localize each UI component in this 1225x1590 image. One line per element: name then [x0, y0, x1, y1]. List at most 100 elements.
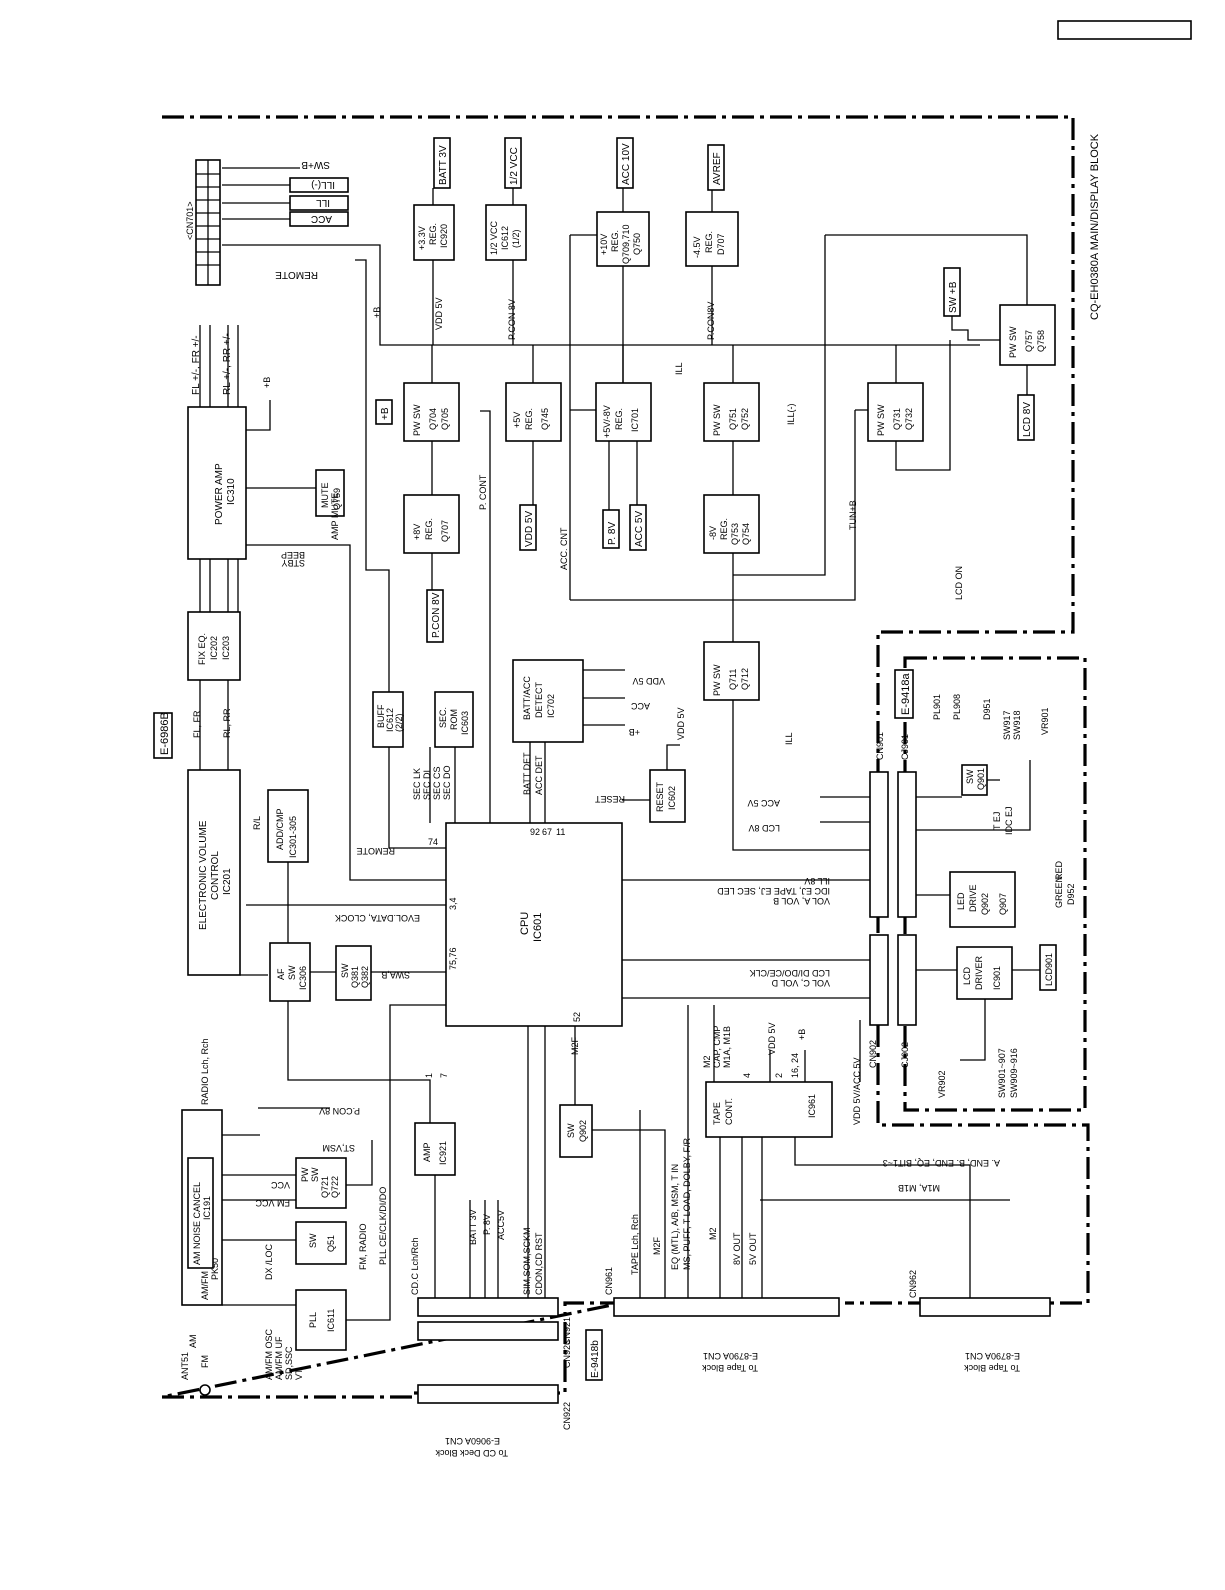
pcon-8v-tag: P.CON 8V: [426, 589, 444, 643]
svg-text:FIX EQ.: FIX EQ.: [197, 633, 207, 665]
plus-b-label-3: +B: [372, 307, 382, 318]
beep-label: BEEP: [281, 550, 305, 560]
svg-text:SW: SW: [287, 965, 297, 980]
fl-fr-label-2: FL, FR: [192, 710, 202, 738]
idc-ej-label: IDC EJ, TAPE EJ, SEC LED: [717, 886, 830, 896]
svg-text:+5V/-8V: +5V/-8V: [602, 405, 612, 438]
ill-box: ILL: [289, 195, 349, 211]
red-label: RED: [1054, 860, 1064, 880]
svg-text:D707: D707: [716, 233, 726, 255]
svg-text:LCD 8V: LCD 8V: [1022, 402, 1033, 437]
board-tag-main: E-6986B: [153, 712, 173, 759]
svg-text:AM NOISE CANCEL: AM NOISE CANCEL: [192, 1182, 202, 1265]
svg-text:CPU: CPU: [519, 912, 531, 935]
svg-text:REG.: REG.: [610, 230, 620, 252]
svg-text:Q722: Q722: [330, 1176, 340, 1198]
svg-text:Q757: Q757: [1024, 330, 1034, 352]
svg-text:IC701: IC701: [630, 408, 640, 432]
cn901-connector: CN901: [869, 732, 889, 918]
half-vcc-block: 1/2 VCC IC612 (1/2): [485, 204, 527, 261]
batt-det-label: BATT DET: [522, 752, 532, 795]
reg-4-5v-block: -4.5V REG. D707: [685, 211, 739, 267]
lcd-on-label: LCD ON: [954, 566, 964, 600]
svg-text:Q752: Q752: [740, 408, 750, 430]
svg-text:CJ901: CJ901: [900, 734, 910, 760]
st-vsm-label: ST,VSM: [322, 1143, 355, 1153]
lcd-driver-block: LCD DRIVER IC901: [956, 946, 1013, 1000]
vr902-label: VR902: [937, 1070, 947, 1098]
svg-text:CN921: CN921: [562, 1317, 572, 1345]
svg-text:BUFF: BUFF: [376, 704, 386, 728]
svg-text:ELECTRONIC VOLUME: ELECTRONIC VOLUME: [198, 820, 209, 930]
pw-sw-q704-block: PW SW Q704 Q705: [403, 382, 460, 442]
cn961-connector: CN961: [604, 1267, 840, 1317]
svg-text:IC602: IC602: [667, 786, 677, 810]
svg-text:CN922: CN922: [562, 1402, 572, 1430]
amp-ic921-block: AMP IC921: [414, 1122, 456, 1176]
svg-text:IC603: IC603: [460, 711, 470, 735]
svg-text:75,76: 75,76: [448, 947, 458, 970]
cap-cmp-label: CAP, CMP: [712, 1026, 722, 1068]
reg-8v-plus-block: +8V REG. Q707: [403, 494, 460, 554]
fl-fr-label: FL +/-, FR +/-: [191, 335, 202, 395]
cn701-connector: <CN701>: [185, 159, 221, 286]
svg-text:AF: AF: [276, 968, 286, 980]
reg-3-3v-block: +3.3V REG. IC920: [413, 204, 455, 261]
cn902-connector: CN902: [868, 934, 889, 1068]
plus-b-tape-label: +B: [797, 1029, 807, 1040]
svg-text:ILL(-): ILL(-): [311, 179, 335, 190]
svg-text:E-6986B: E-6986B: [159, 712, 171, 755]
svg-text:Q704: Q704: [428, 408, 438, 430]
svg-text:Q902: Q902: [578, 1120, 588, 1142]
sim-som-label: SIM,SOM,SCKM: [522, 1227, 532, 1295]
svg-text:1: 1: [424, 1073, 434, 1078]
5v-out-label: 5V OUT: [748, 1232, 758, 1265]
svg-text:1/2 VCC: 1/2 VCC: [509, 147, 520, 185]
plus-b-label-2: +B: [629, 727, 640, 737]
acc5v-label: ACC5V: [496, 1210, 506, 1240]
acc-5v-tag: ACC 5V: [629, 504, 647, 551]
svg-text:Q711: Q711: [728, 669, 738, 690]
lcd-di-label: LCD DI/DO/CE/CLK: [749, 968, 830, 978]
cn921-connector: CN921: [417, 1297, 572, 1345]
svg-text:REG.: REG.: [614, 408, 624, 430]
ill-8v-label: ILL 8V: [804, 876, 830, 886]
p-con-8v-label: P.CON 8V: [507, 299, 517, 340]
stby-label: STBY: [281, 558, 305, 568]
cj902-connector: CJ902: [897, 934, 917, 1068]
vdd-acc-label: VDD 5V/ACC 5V: [852, 1057, 862, 1125]
pll-block: PLL IC611: [295, 1289, 347, 1351]
svg-text:Q381: Q381: [350, 966, 360, 988]
p-8v-label: P. 8V: [482, 1214, 492, 1235]
vol-c-label: VOL C, VOL D: [771, 978, 830, 988]
svg-text:IC191: IC191: [202, 1196, 212, 1220]
svg-text:7: 7: [439, 1073, 449, 1078]
svg-text:IC921: IC921: [438, 1141, 448, 1165]
svg-text:MUTE: MUTE: [320, 483, 330, 509]
svg-text:Q745: Q745: [540, 408, 550, 430]
fm-radio-label: FM, RADIO: [358, 1224, 368, 1271]
tape-lch-label: TAPE Lch, Rch: [630, 1214, 640, 1275]
svg-text:BATT/ACC: BATT/ACC: [522, 676, 532, 720]
svg-text:IC901: IC901: [992, 966, 1002, 990]
svg-text:REG.: REG.: [428, 223, 438, 245]
sec-do-label: SEC DO: [442, 765, 452, 800]
svg-text:CN923: CN923: [562, 1340, 572, 1368]
svg-text:IC961: IC961: [807, 1094, 817, 1118]
svg-text:16, 24: 16, 24: [790, 1053, 800, 1078]
svg-text:P.CON 8V: P.CON 8V: [431, 592, 442, 638]
svg-text:IC920: IC920: [439, 224, 449, 248]
svg-text:DETECT: DETECT: [534, 681, 544, 718]
vcc-label: VCC: [270, 1180, 290, 1190]
svg-text:IC202: IC202: [209, 636, 219, 660]
svg-text:1/2 VCC: 1/2 VCC: [489, 220, 499, 255]
svg-text:+5V: +5V: [512, 412, 522, 428]
m2-cap-label: M2: [702, 1055, 712, 1068]
svg-text:DRIVE: DRIVE: [968, 884, 978, 912]
svg-text:REG.: REG.: [704, 231, 714, 253]
svg-text:PW SW: PW SW: [712, 404, 722, 436]
green-label: GREEN: [1054, 876, 1064, 908]
sw-plus-b-tag: SW +B: [943, 267, 961, 317]
svg-text:CJ902: CJ902: [900, 1042, 910, 1068]
